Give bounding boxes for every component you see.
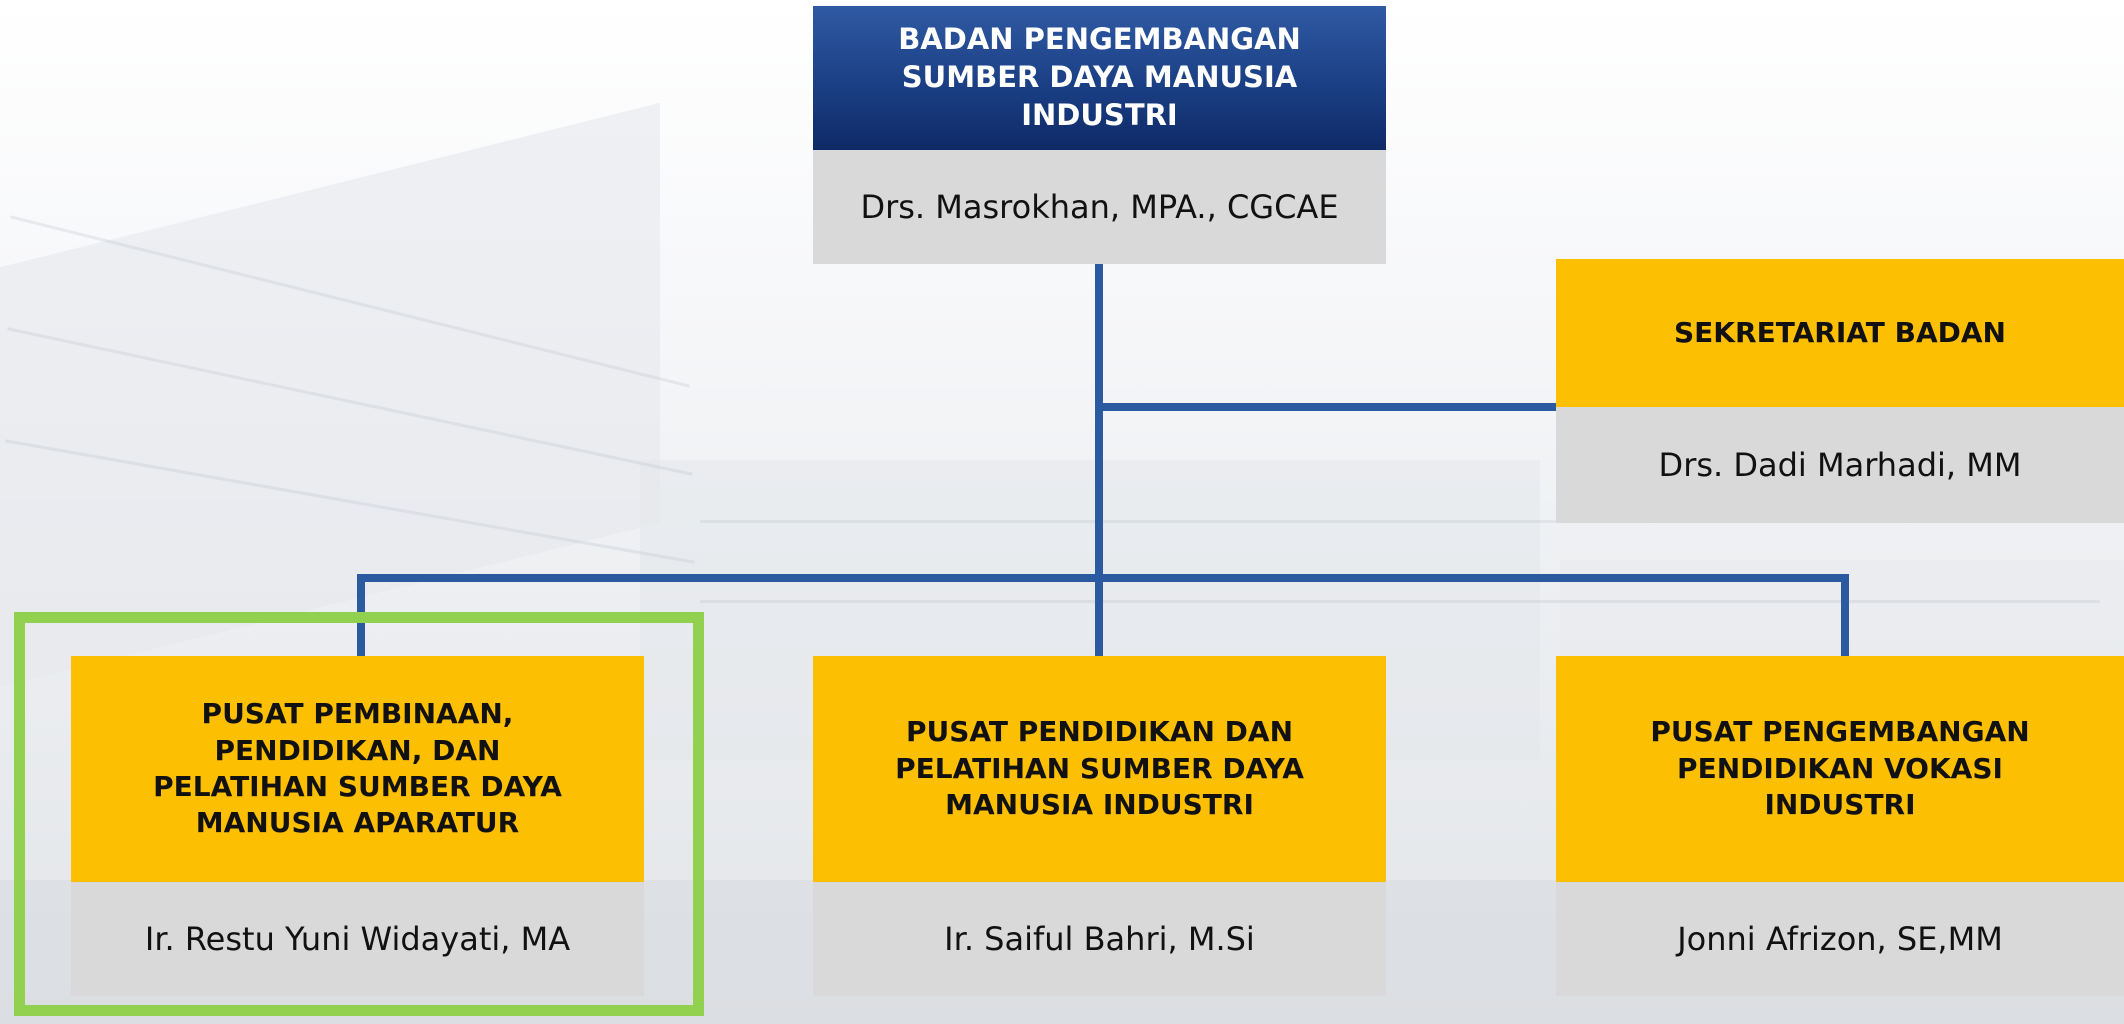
secretariat-box: SEKRETARIAT BADAN Drs. Dadi Marhadi, MM	[1556, 259, 2124, 523]
center-3-title: PUSAT PENGEMBANGAN PENDIDIKAN VOKASI IND…	[1556, 656, 2124, 882]
head-name: Drs. Masrokhan, MPA., CGCAE	[813, 150, 1386, 264]
highlight-frame	[14, 612, 704, 1016]
center-1-title: PUSAT PEMBINAAN, PENDIDIKAN, DAN PELATIH…	[71, 656, 644, 882]
center-box-2: PUSAT PENDIDIKAN DAN PELATIHAN SUMBER DA…	[813, 656, 1386, 996]
center-3-name: Jonni Afrizon, SE,MM	[1556, 882, 2124, 996]
head-title: BADAN PENGEMBANGAN SUMBER DAYA MANUSIA I…	[813, 6, 1386, 150]
center-1-name: Ir. Restu Yuni Widayati, MA	[71, 882, 644, 996]
center-2-title: PUSAT PENDIDIKAN DAN PELATIHAN SUMBER DA…	[813, 656, 1386, 882]
connector-horizontal-bar	[357, 574, 1849, 582]
connector-head-down	[1095, 264, 1103, 656]
head-box: BADAN PENGEMBANGAN SUMBER DAYA MANUSIA I…	[813, 6, 1386, 264]
secretariat-title: SEKRETARIAT BADAN	[1556, 259, 2124, 407]
center-2-name: Ir. Saiful Bahri, M.Si	[813, 882, 1386, 996]
center-box-1: PUSAT PEMBINAAN, PENDIDIKAN, DAN PELATIH…	[71, 656, 644, 996]
center-box-3: PUSAT PENGEMBANGAN PENDIDIKAN VOKASI IND…	[1556, 656, 2124, 996]
secretariat-name: Drs. Dadi Marhadi, MM	[1556, 407, 2124, 523]
connector-right-down	[1841, 574, 1849, 656]
connector-to-secretariat	[1099, 403, 1556, 411]
